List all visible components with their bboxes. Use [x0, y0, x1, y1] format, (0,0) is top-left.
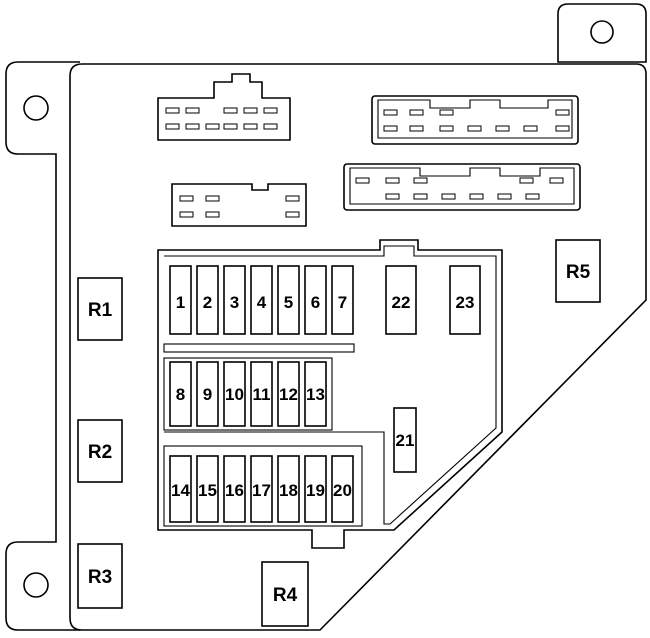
fuse-label-4: 4 [257, 293, 267, 312]
relay-label-r4: R4 [273, 585, 298, 606]
connector-top-right [371, 95, 579, 145]
mounting-tab-top-right [557, 3, 647, 63]
fuse-label-8: 8 [176, 385, 185, 404]
fuse-18: 18 [277, 455, 300, 523]
fuse-label-16: 16 [225, 481, 244, 500]
fuse-label-13: 13 [306, 385, 325, 404]
fuse-16: 16 [223, 455, 246, 523]
fuse-21: 21 [393, 407, 417, 473]
fuse-label-21: 21 [396, 431, 415, 450]
relay-label-r3: R3 [88, 567, 112, 588]
relay-label-r2: R2 [88, 442, 112, 463]
fuse-17: 17 [250, 455, 273, 523]
fuse-14: 14 [169, 455, 192, 523]
fuse-12: 12 [277, 361, 300, 427]
mounting-hole-lower-left [23, 572, 49, 598]
fuse-5: 5 [277, 265, 300, 335]
fuse-label-15: 15 [198, 481, 217, 500]
fuse-11: 11 [250, 361, 273, 427]
fuse-label-17: 17 [252, 481, 271, 500]
connector-middle-left [171, 183, 307, 227]
fuse-8: 8 [169, 361, 192, 427]
fuse-7: 7 [331, 265, 354, 335]
relay-r1: R1 [77, 277, 123, 341]
relay-r3: R3 [77, 543, 123, 609]
fuse-6: 6 [304, 265, 327, 335]
fuse-1: 1 [169, 265, 192, 335]
fuse-label-11: 11 [253, 385, 271, 404]
fuse-box-housing [69, 63, 647, 631]
fuse-label-10: 10 [225, 385, 244, 404]
fuse-23: 23 [449, 265, 481, 335]
fuse-label-23: 23 [456, 293, 475, 312]
fuse-label-14: 14 [171, 481, 190, 500]
fuse-2: 2 [196, 265, 219, 335]
fuse-20: 20 [331, 455, 354, 523]
relay-r2: R2 [77, 419, 123, 483]
fuse-label-12: 12 [279, 385, 298, 404]
connector-top-left [157, 73, 291, 141]
relay-r5: R5 [555, 239, 601, 303]
fuse-label-2: 2 [203, 293, 212, 312]
fuse-4: 4 [250, 265, 273, 335]
fuse-15: 15 [196, 455, 219, 523]
fuse-label-7: 7 [338, 293, 347, 312]
fuse-label-22: 22 [392, 293, 411, 312]
fuse-label-1: 1 [176, 293, 185, 312]
fuse-label-3: 3 [230, 293, 239, 312]
fuse-block-frame [157, 239, 503, 549]
mounting-hole-top-right [590, 20, 614, 44]
fuse-13: 13 [304, 361, 327, 427]
relay-label-r5: R5 [566, 262, 591, 283]
fuse-9: 9 [196, 361, 219, 427]
fuse-label-20: 20 [333, 481, 352, 500]
mounting-plate-left [5, 61, 80, 631]
connector-middle-right [343, 163, 581, 211]
fuse-19: 19 [304, 455, 327, 523]
fuse-label-6: 6 [311, 293, 320, 312]
fuse-label-5: 5 [284, 293, 293, 312]
relay-r4: R4 [261, 561, 309, 627]
fuse-label-9: 9 [203, 385, 212, 404]
fuse-22: 22 [385, 265, 417, 335]
fuse-3: 3 [223, 265, 246, 335]
fuse-label-18: 18 [279, 481, 298, 500]
fuse-label-19: 19 [306, 481, 325, 500]
mounting-hole-upper-left [23, 95, 49, 121]
fuse-10: 10 [223, 361, 246, 427]
relay-label-r1: R1 [88, 300, 113, 321]
